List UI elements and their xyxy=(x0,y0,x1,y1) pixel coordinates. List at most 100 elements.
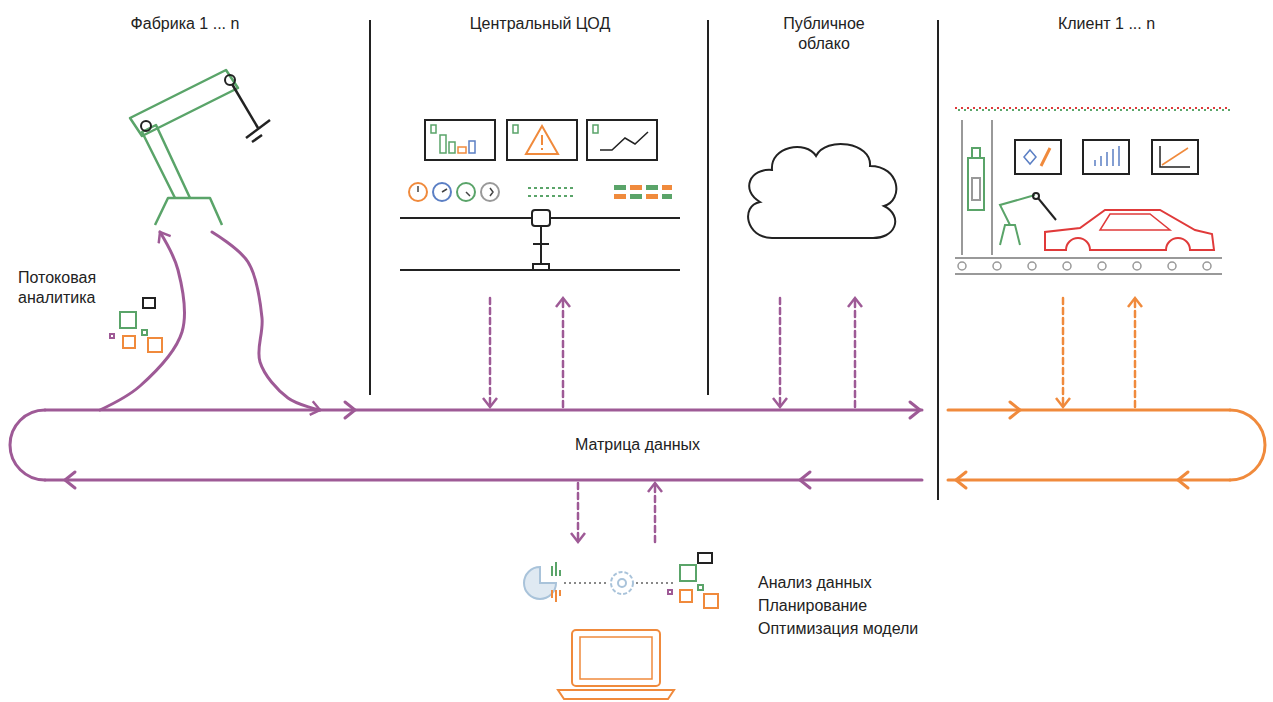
datacenter-bus xyxy=(532,210,550,226)
column-heading: Клиент 1 ... n xyxy=(940,14,1273,34)
text-list: Анализ данныхПланированиеОптимизация мод… xyxy=(758,571,918,640)
datacenter-bus xyxy=(533,264,549,270)
client-line xyxy=(1024,150,1036,164)
data-loop-orange xyxy=(1230,410,1265,480)
datacenter-screens xyxy=(593,125,598,133)
client-line xyxy=(1083,140,1129,174)
datacenter-gauges xyxy=(646,194,658,199)
column-heading: Центральный ЦОД xyxy=(372,14,708,34)
workstation-icons xyxy=(698,585,703,590)
column-divider xyxy=(369,20,371,395)
datacenter-screens xyxy=(440,135,446,153)
client-line xyxy=(955,107,1230,109)
data-loop-orange xyxy=(1178,472,1188,488)
workstation-icons xyxy=(552,562,560,576)
analytics-squares xyxy=(143,298,155,308)
node-text: Планирование xyxy=(758,594,918,617)
column-divider xyxy=(937,20,939,500)
conveyor-roller xyxy=(958,262,1211,270)
datacenter-gauges xyxy=(630,185,642,190)
workstation-icons xyxy=(524,553,718,699)
robot-arm xyxy=(141,121,151,131)
datacenter-screens xyxy=(425,120,495,160)
workstation-icons xyxy=(618,579,626,587)
workstation-icons xyxy=(698,553,712,563)
client-line xyxy=(1045,210,1214,250)
datacenter-screens xyxy=(425,120,657,160)
flow-arrow xyxy=(100,232,185,410)
data-loop-purple xyxy=(345,402,355,418)
data-loop-orange xyxy=(956,472,966,488)
cloud-icon xyxy=(748,144,896,238)
datacenter-gauges xyxy=(418,186,493,196)
datacenter-gauges xyxy=(630,194,642,199)
conveyor-roller xyxy=(1063,262,1071,270)
datacenter-gauges xyxy=(662,194,672,199)
client-line xyxy=(991,120,993,255)
data-loop-purple xyxy=(45,409,922,412)
column-divider xyxy=(707,20,709,395)
client-line xyxy=(955,257,1222,259)
client-line xyxy=(1100,214,1170,230)
client-line xyxy=(1038,198,1056,220)
datacenter-gauges xyxy=(646,185,658,190)
data-loop-purple xyxy=(65,472,75,488)
client-line xyxy=(955,273,1222,275)
workstation-icons xyxy=(680,590,692,602)
exchange-arrow xyxy=(1062,298,1065,407)
analytics-squares xyxy=(110,334,114,338)
conveyor-roller xyxy=(1133,262,1141,270)
client-line xyxy=(968,158,984,210)
robot-arm xyxy=(232,84,258,128)
robot-arm xyxy=(252,135,262,142)
client-column: Клиент 1 ... n xyxy=(940,0,1273,295)
exchange-arrow xyxy=(1134,298,1137,407)
datacenter-gauges xyxy=(662,185,672,190)
client-line xyxy=(1000,195,1035,225)
node-text: Оптимизация модели xyxy=(758,617,918,640)
client-line xyxy=(1000,225,1020,245)
analytics-squares xyxy=(110,298,162,352)
datacenter-column: Центральный ЦОД xyxy=(372,0,708,295)
workstation-icons xyxy=(668,590,672,594)
conveyor-roller xyxy=(1098,262,1106,270)
column-heading: Фабрика 1 ... n xyxy=(0,14,370,34)
datacenter-screens xyxy=(431,125,436,133)
conveyor-roller xyxy=(958,262,966,270)
datacenter-gauges xyxy=(409,183,672,201)
data-loop-purple xyxy=(45,479,922,482)
robot-arm xyxy=(155,198,222,225)
datacenter-bus xyxy=(533,243,549,245)
workstation-icons xyxy=(552,590,560,602)
conveyor-roller xyxy=(1028,262,1036,270)
datacenter-gauges xyxy=(614,185,626,190)
data-loop-orange xyxy=(948,479,1230,482)
robot-arm xyxy=(246,120,270,138)
workstation-icons xyxy=(704,594,718,608)
data-loop-orange xyxy=(948,409,1230,412)
data-loop-orange xyxy=(948,402,1265,488)
analytics-squares xyxy=(142,330,147,335)
exchange-arrow xyxy=(654,483,657,542)
data-matrix-band: Матрица данных xyxy=(45,410,1230,480)
data-loop-purple xyxy=(800,472,810,488)
analytics-workstation: Анализ данныхПланированиеОптимизация мод… xyxy=(520,545,960,700)
band-label: Матрица данных xyxy=(45,435,1230,455)
exchange-arrow xyxy=(489,298,492,407)
client-line xyxy=(1162,148,1188,165)
column-divider xyxy=(370,20,938,500)
workstation-icons xyxy=(564,582,608,584)
client-line xyxy=(1041,148,1050,166)
data-loop-purple xyxy=(910,402,920,418)
workstation-icons xyxy=(611,572,633,594)
conveyor-roller xyxy=(993,262,1001,270)
data-loop-orange xyxy=(1010,402,1020,418)
workstation-icons xyxy=(636,582,676,584)
datacenter-screens xyxy=(526,126,558,154)
robot-arm xyxy=(130,70,270,225)
datacenter-screens xyxy=(587,120,657,160)
workstation-icons xyxy=(572,630,660,686)
